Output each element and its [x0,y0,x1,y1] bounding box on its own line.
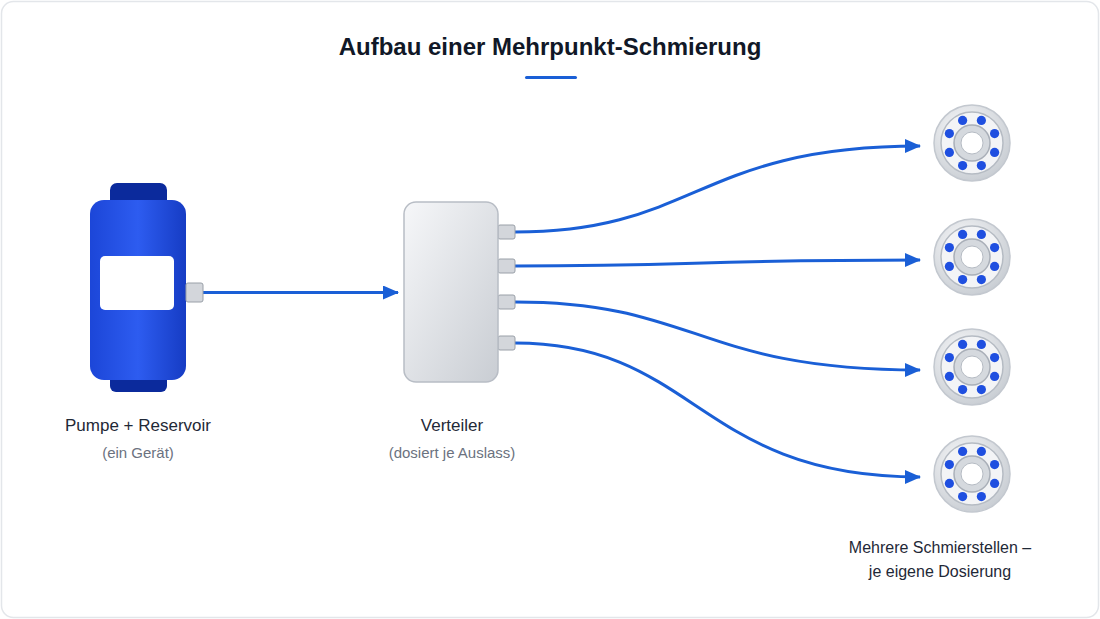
lube-line [515,343,920,477]
outlet-nozzle [498,295,515,309]
outlet-nozzle [498,259,515,273]
diagram-title: Aufbau einer Mehrpunkt-Schmierung [0,31,1100,63]
pump-label-plate [100,256,174,310]
bearing-symbol [934,329,1010,405]
lubrication-points: Mehrere Schmierstellen – je eigene Dosie… [840,100,1040,584]
lube-line [515,302,920,370]
node-heading: Verteiler [372,415,532,437]
pump-reservoir: Pumpe + Reservoir (ein Gerät) [48,180,228,463]
lube-line [515,260,920,266]
pump-body [90,200,186,380]
outlet-nozzle [498,336,515,350]
bearing-symbol [934,219,1010,295]
node-heading: Pumpe + Reservoir [48,415,228,437]
pump-outlet [186,283,203,302]
node-subtext: (dosiert je Auslass) [372,443,532,463]
title-underline [525,76,577,79]
outlet-nozzle [498,225,515,239]
lube-line [515,146,920,232]
distributor-block [404,202,498,382]
lube-line [203,291,398,294]
distributor: Verteiler (dosiert je Auslass) [372,180,532,463]
bearing-symbol [934,436,1010,512]
distributor-illustration [372,180,532,395]
pump-reservoir-illustration [48,180,228,395]
bearing-symbol [934,105,1010,181]
node-heading: Mehrere Schmierstellen – je eigene Dosie… [842,536,1038,584]
node-subtext: (ein Gerät) [48,443,228,463]
lubrication-points-illustration [840,100,1040,520]
